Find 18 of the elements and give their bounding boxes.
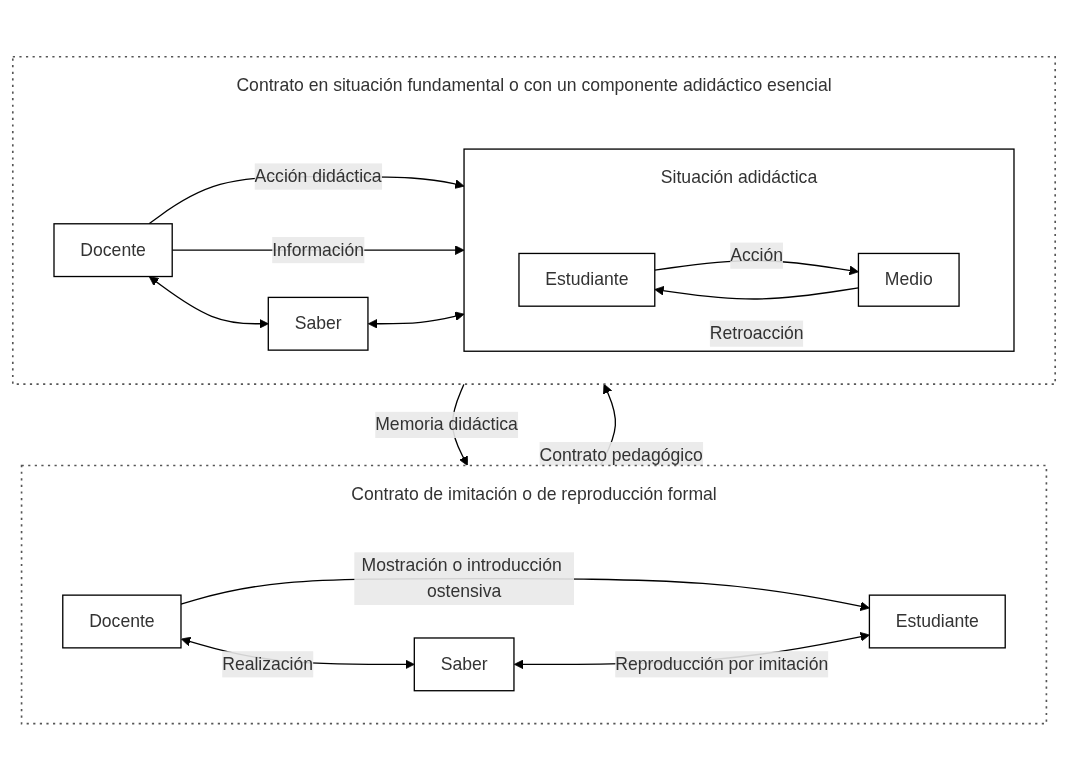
node-box: Docente bbox=[53, 222, 173, 277]
arrow bbox=[148, 276, 269, 329]
node-box: Medio bbox=[857, 252, 960, 307]
edge-label: Memoria didáctica bbox=[375, 414, 518, 434]
node-box: Saber bbox=[267, 296, 369, 351]
node-box: Estudiante bbox=[518, 252, 656, 307]
edge-label: Información bbox=[272, 240, 365, 259]
edge-label: Acción bbox=[730, 245, 783, 265]
edge-label: Contrato pedagógico bbox=[539, 445, 703, 464]
edge-label: Reproducción por imitación bbox=[615, 654, 829, 673]
edge-label: Mostración o introducción ostensiva bbox=[361, 555, 562, 601]
edge-label: Realización bbox=[222, 654, 314, 673]
edge-label: Retroacción bbox=[709, 323, 804, 343]
node-box: Docente bbox=[62, 594, 182, 649]
node-box: Saber bbox=[413, 637, 515, 692]
node-box: Estudiante bbox=[868, 594, 1006, 649]
arrow bbox=[367, 311, 465, 329]
edge-label: Acción didáctica bbox=[254, 166, 382, 186]
